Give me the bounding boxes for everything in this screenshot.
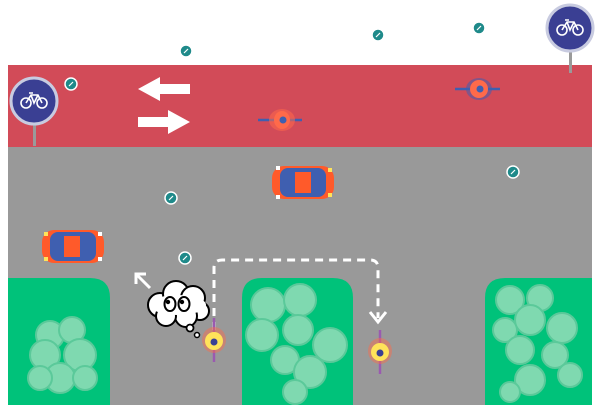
thought-bubble-icon — [147, 280, 210, 339]
turn-arrowhead — [368, 311, 388, 325]
bicycle-sign-left — [9, 76, 59, 146]
bicycle-icon — [556, 19, 584, 36]
bicycle-sign-right — [545, 3, 595, 73]
car-lower — [42, 230, 104, 263]
lane-arrow-left — [138, 77, 190, 101]
bicycle-icon — [20, 92, 48, 109]
bike-lane — [8, 65, 592, 147]
bush-left — [27, 316, 98, 394]
bush-middle — [245, 283, 348, 405]
location-marker-icon[interactable] — [179, 44, 193, 58]
location-markers — [64, 21, 520, 265]
location-marker-icon[interactable] — [178, 251, 192, 265]
location-marker-icon[interactable] — [472, 21, 486, 35]
location-marker-icon[interactable] — [371, 28, 385, 42]
bush-right — [492, 284, 583, 403]
cyclist-yellow-waiting — [202, 318, 226, 362]
location-marker-icon[interactable] — [164, 191, 178, 205]
car-upper — [272, 166, 334, 199]
lane-arrow-right — [138, 110, 190, 134]
cyclist-yellow-turning — [368, 330, 392, 374]
eyes-icon — [163, 296, 191, 312]
cyclist-blue-in-lane — [455, 78, 500, 100]
diagonal-arrow — [134, 272, 152, 290]
location-marker-icon[interactable] — [506, 165, 520, 179]
cyclist-red-in-lane — [258, 109, 302, 131]
location-marker-icon[interactable] — [64, 77, 78, 91]
